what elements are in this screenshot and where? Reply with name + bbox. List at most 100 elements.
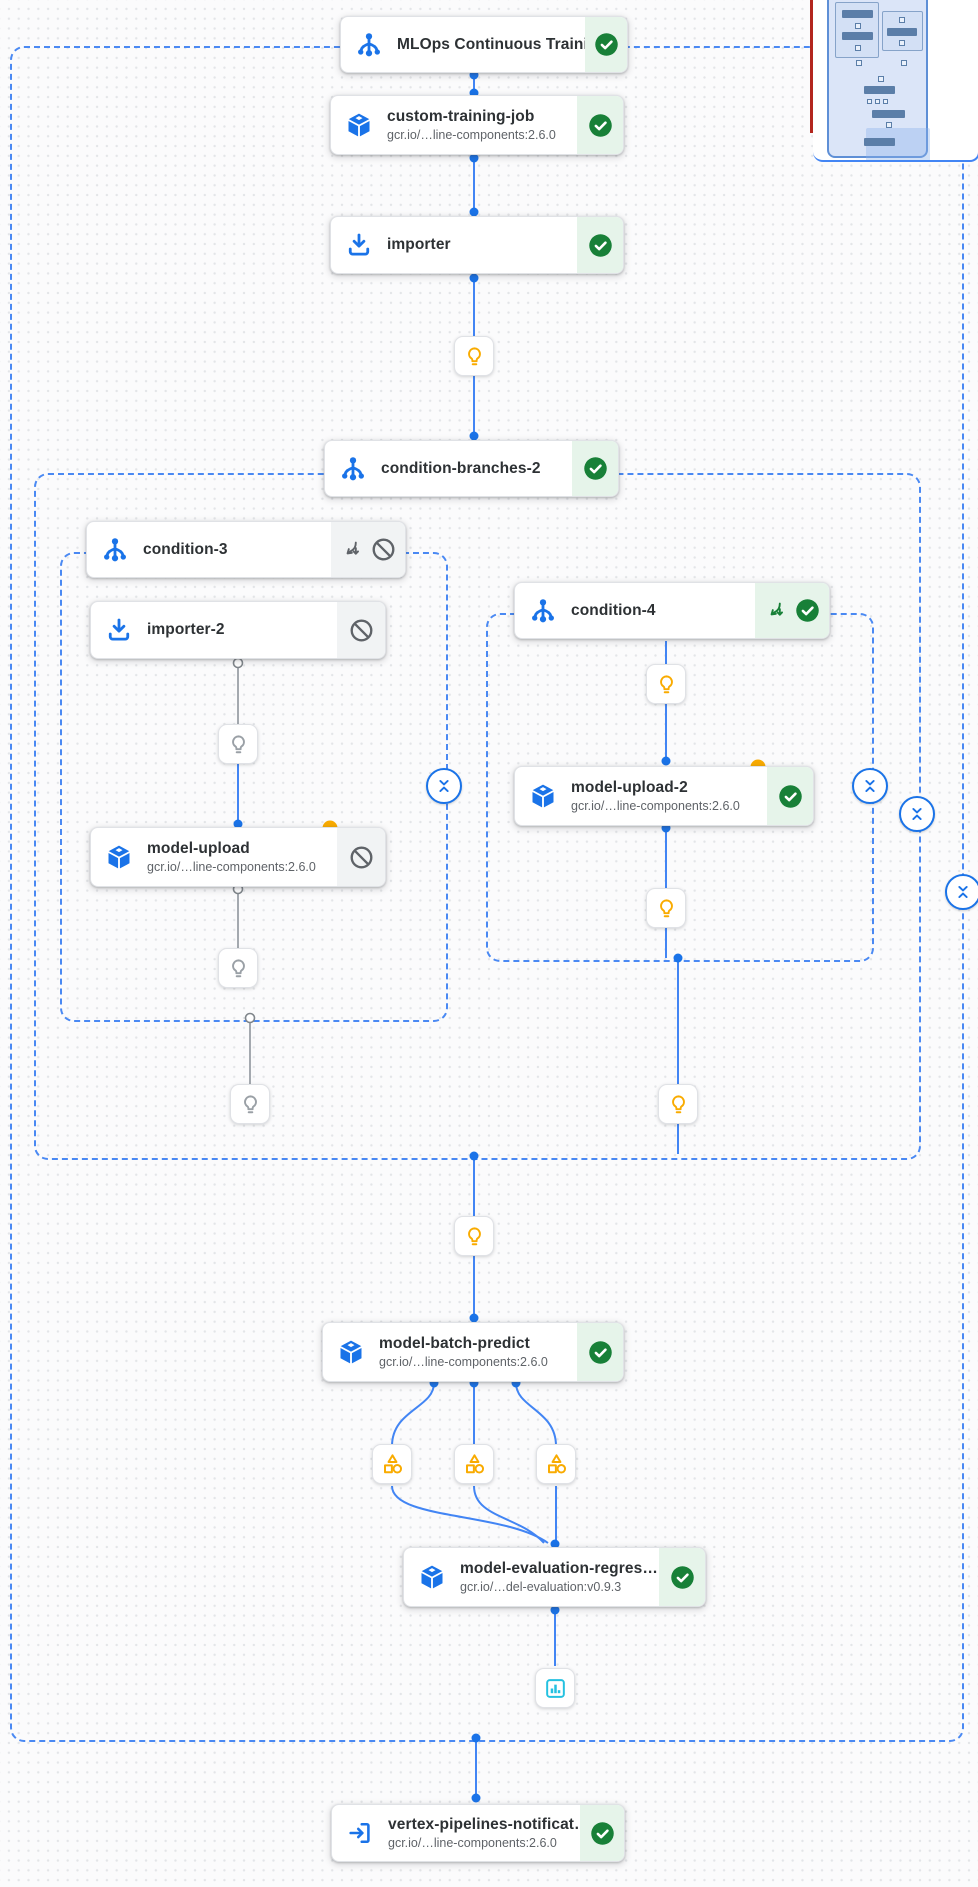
sub-dag-branch-icon [764, 599, 787, 622]
minimap[interactable] [813, 0, 978, 162]
bar-chart-icon [543, 1676, 568, 1701]
lightbulb-icon [654, 672, 679, 697]
node-title: importer-2 [147, 621, 225, 638]
minimap-node-bar [887, 28, 917, 36]
status-section [580, 1805, 624, 1861]
minimap-node-bar [842, 10, 873, 18]
component-cube-icon [515, 782, 571, 810]
node-subtitle: gcr.io/…line-components:2.6.0 [388, 1836, 557, 1850]
node-pipeline-header[interactable]: MLOps Continuous Traini… [340, 16, 628, 73]
blocked-icon [348, 844, 375, 871]
node-custom-training-job[interactable]: custom-training-job gcr.io/…line-compone… [330, 95, 624, 155]
collapse-group-button[interactable] [426, 768, 462, 804]
node-condition-3[interactable]: condition-3 [86, 521, 406, 578]
status-section [337, 602, 385, 658]
node-model-upload-2[interactable]: model-upload-2 gcr.io/…line-components:2… [514, 766, 814, 826]
collapse-group-button[interactable] [945, 874, 978, 910]
minimap-node-dot [886, 122, 892, 128]
node-importer[interactable]: importer [330, 216, 624, 274]
minimap-node-dot [878, 76, 884, 82]
node-title: importer [387, 236, 451, 253]
minimap-node-bar [842, 32, 873, 40]
node-title: condition-4 [571, 601, 656, 619]
minimap-node-dot [856, 60, 862, 66]
lightbulb-icon [238, 1092, 263, 1117]
check-circle-icon [587, 232, 614, 259]
collapse-chevrons-icon [433, 775, 455, 797]
condition-output-chip[interactable] [230, 1084, 270, 1124]
blocked-icon [348, 617, 375, 644]
lightbulb-icon [462, 344, 487, 369]
status-section [337, 828, 385, 886]
condition-output-chip[interactable] [658, 1084, 698, 1124]
condition-output-chip[interactable] [646, 888, 686, 928]
node-title: MLOps Continuous Traini… [397, 35, 586, 53]
node-title: condition-branches-2 [381, 459, 541, 477]
node-model-upload[interactable]: model-upload gcr.io/…line-components:2.6… [90, 827, 386, 887]
node-subtitle: gcr.io/…line-components:2.6.0 [387, 128, 556, 142]
node-subtitle: gcr.io/…del-evaluation:v0.9.3 [460, 1580, 622, 1594]
node-title: model-upload [147, 840, 250, 857]
artifact-shapes-icon [380, 1452, 405, 1477]
node-model-evaluation-regression[interactable]: model-evaluation-regres… gcr.io/…del-eva… [403, 1547, 706, 1607]
component-cube-icon [91, 843, 147, 871]
condition-tree-icon [87, 536, 143, 564]
minimap-node-dot [883, 99, 888, 104]
check-circle-icon [589, 1820, 616, 1847]
artifact-shapes-icon [462, 1452, 487, 1477]
condition-output-chip[interactable] [454, 336, 494, 376]
artifact-chip[interactable] [372, 1444, 412, 1484]
node-condition-4[interactable]: condition-4 [514, 582, 830, 639]
minimap-node-dot [867, 99, 872, 104]
condition-output-chip[interactable] [218, 948, 258, 988]
minimap-node-dot [899, 40, 905, 46]
node-title: model-evaluation-regres… [460, 1560, 658, 1577]
status-section [577, 217, 623, 273]
condition-output-chip[interactable] [646, 664, 686, 704]
collapse-group-button[interactable] [899, 796, 935, 832]
condition-output-chip[interactable] [454, 1216, 494, 1256]
check-circle-icon [587, 112, 614, 139]
status-section [659, 1548, 705, 1606]
status-section [767, 767, 813, 825]
status-section [572, 441, 618, 496]
status-section [331, 522, 405, 577]
lightbulb-icon [226, 732, 251, 757]
node-title: model-upload-2 [571, 779, 688, 796]
status-section [577, 1323, 623, 1381]
node-title: custom-training-job [387, 108, 535, 125]
node-vertex-pipelines-notification[interactable]: vertex-pipelines-notificat… gcr.io/…line… [331, 1804, 625, 1862]
minimap-node-bar [864, 86, 895, 94]
collapse-group-button[interactable] [852, 768, 888, 804]
check-circle-icon [777, 783, 804, 810]
check-circle-icon [587, 1339, 614, 1366]
node-title: condition-3 [143, 540, 228, 558]
node-title: model-batch-predict [379, 1335, 530, 1352]
condition-output-chip[interactable] [218, 724, 258, 764]
collapse-chevrons-icon [859, 775, 881, 797]
minimap-node-dot [875, 99, 880, 104]
minimap-node-dot [855, 45, 861, 51]
status-section [755, 583, 829, 638]
status-section [577, 96, 623, 154]
condition-tree-icon [325, 455, 381, 483]
artifact-chip[interactable] [536, 1444, 576, 1484]
node-condition-branches-2[interactable]: condition-branches-2 [324, 440, 619, 497]
check-circle-icon [794, 597, 821, 624]
lightbulb-icon [666, 1092, 691, 1117]
condition-tree-icon [341, 31, 397, 59]
minimap-node-dot [901, 60, 907, 66]
collapse-chevrons-icon [952, 881, 974, 903]
check-circle-icon [593, 31, 620, 58]
metrics-chip[interactable] [535, 1668, 575, 1708]
node-importer-2[interactable]: importer-2 [90, 601, 386, 659]
component-cube-icon [404, 1563, 460, 1591]
artifact-chip[interactable] [454, 1444, 494, 1484]
sub-dag-branch-icon [340, 538, 363, 561]
node-model-batch-predict[interactable]: model-batch-predict gcr.io/…line-compone… [322, 1322, 624, 1382]
blocked-icon [370, 536, 397, 563]
node-subtitle: gcr.io/…line-components:2.6.0 [147, 860, 316, 874]
lightbulb-icon [462, 1224, 487, 1249]
